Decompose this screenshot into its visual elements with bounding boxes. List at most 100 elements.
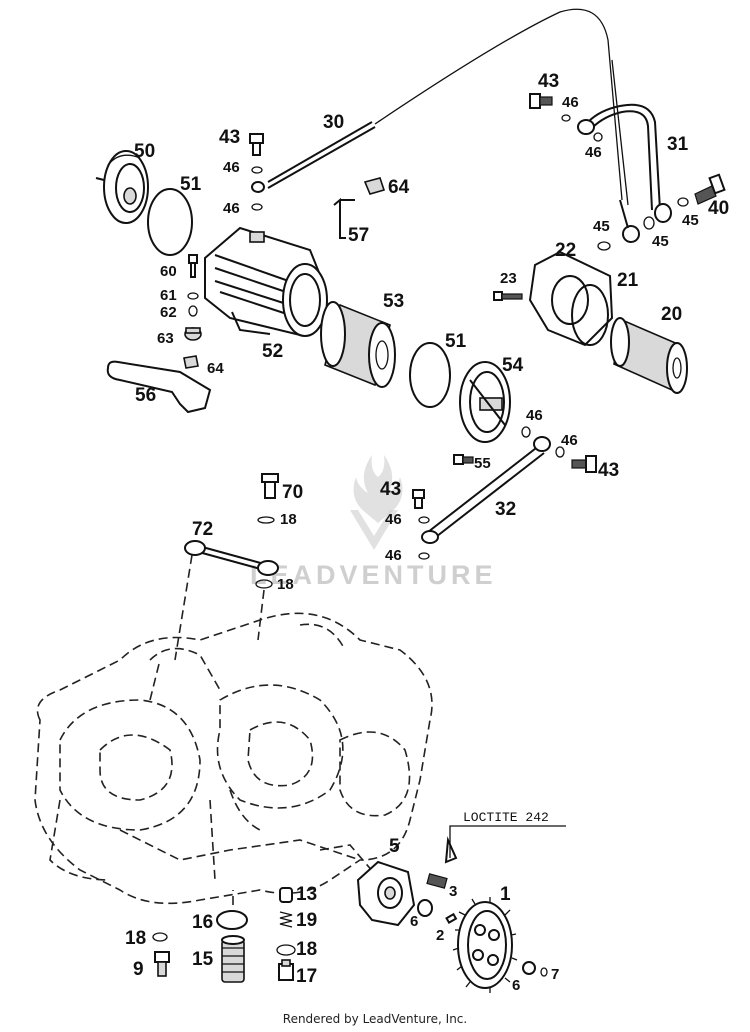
label-62: 62 <box>160 304 177 321</box>
label-18-b: 18 <box>277 576 294 593</box>
label-55: 55 <box>474 455 491 472</box>
label-40: 40 <box>708 198 729 219</box>
loctite-leader <box>449 825 566 858</box>
label-43-mid-left: 43 <box>380 479 401 500</box>
label-46-c: 46 <box>562 94 579 111</box>
loctite-drop <box>444 836 458 864</box>
label-52: 52 <box>262 341 283 362</box>
label-63: 63 <box>157 330 174 347</box>
washer-18-c <box>152 932 168 942</box>
loctite-label: LOCTITE 242 <box>463 810 549 825</box>
label-32: 32 <box>495 499 516 520</box>
label-18-c: 18 <box>125 928 146 949</box>
oil-screen-15 <box>221 890 245 983</box>
pin-2 <box>445 912 458 924</box>
oil-filter-20 <box>610 317 688 394</box>
label-46-b: 46 <box>223 200 240 217</box>
cap-13 <box>279 887 293 903</box>
screw-60 <box>188 254 198 278</box>
oil-line-30 <box>267 8 629 206</box>
label-56: 56 <box>135 385 156 406</box>
guide-line-72 <box>174 554 193 661</box>
washer-6-a <box>417 899 433 917</box>
label-3: 3 <box>449 883 457 900</box>
label-30: 30 <box>323 112 344 133</box>
gasket-21 <box>571 284 609 346</box>
label-9: 9 <box>133 959 144 980</box>
label-46-e: 46 <box>526 407 543 424</box>
label-1: 1 <box>500 884 511 905</box>
clip-7 <box>540 967 548 977</box>
label-46-a: 46 <box>223 159 240 176</box>
label-46-f: 46 <box>561 432 578 449</box>
label-60: 60 <box>160 263 177 280</box>
watermark-logo <box>350 455 403 550</box>
oil-line-72 <box>184 540 279 576</box>
label-70: 70 <box>282 482 303 503</box>
banjo-bolt-40 <box>597 173 726 251</box>
spring-19 <box>279 911 293 928</box>
o-ring-51-top <box>147 188 193 256</box>
label-46-d: 46 <box>585 144 602 161</box>
label-46-h: 46 <box>385 547 402 564</box>
label-17: 17 <box>296 966 317 987</box>
label-18-d: 18 <box>296 939 317 960</box>
banjo-bolt-43-mid-left <box>412 489 430 560</box>
banjo-bolt-43-top-left <box>249 133 265 211</box>
oil-filter-53 <box>320 301 396 388</box>
oil-line-31 <box>577 103 672 243</box>
label-61: 61 <box>160 287 177 304</box>
label-53: 53 <box>383 291 404 312</box>
label-45-right: 45 <box>682 212 699 229</box>
o-ring-62 <box>188 305 198 317</box>
footer-credit: Rendered by LeadVenture, Inc. <box>282 1012 468 1026</box>
label-13: 13 <box>296 884 317 905</box>
label-19: 19 <box>296 910 317 931</box>
label-43-mid-right: 43 <box>598 460 619 481</box>
filter-housing-52 <box>204 226 328 337</box>
label-43-top-right: 43 <box>538 71 559 92</box>
gear-1 <box>452 897 518 993</box>
label-7: 7 <box>551 966 559 983</box>
label-2: 2 <box>436 927 444 944</box>
label-31: 31 <box>667 134 689 155</box>
filter-housing-22 <box>528 250 614 347</box>
label-45-mid: 45 <box>652 233 669 250</box>
guide-line-18 <box>257 589 265 641</box>
watermark-text: LEADVENTURE <box>250 560 497 590</box>
washer-61 <box>187 292 199 300</box>
o-ring-16 <box>216 910 248 930</box>
label-57: 57 <box>348 225 369 246</box>
screw-3 <box>426 873 448 889</box>
crankcase-outline <box>34 612 433 905</box>
label-18-a: 18 <box>280 511 297 528</box>
label-54: 54 <box>502 355 524 376</box>
label-20: 20 <box>661 304 682 325</box>
plug-63 <box>184 327 202 341</box>
label-51-bottom: 51 <box>445 331 467 352</box>
washer-18-a <box>257 516 275 524</box>
label-23: 23 <box>500 270 517 287</box>
washer-18-b <box>255 579 273 589</box>
label-64-bottom: 64 <box>207 360 224 377</box>
plug-17 <box>278 959 294 981</box>
screw-23 <box>493 291 523 301</box>
screw-55 <box>453 454 474 465</box>
plate-56 <box>106 360 212 414</box>
clip-64-bottom <box>183 355 199 369</box>
banjo-bolt-70 <box>261 473 279 499</box>
label-5: 5 <box>389 836 400 857</box>
label-45-left: 45 <box>593 218 610 235</box>
label-51-top: 51 <box>180 174 202 195</box>
label-16: 16 <box>192 912 213 933</box>
label-15: 15 <box>192 949 214 970</box>
label-50: 50 <box>134 141 155 162</box>
label-22: 22 <box>555 240 576 261</box>
filter-cover-50 <box>95 150 149 224</box>
label-21: 21 <box>617 270 639 291</box>
label-6-a: 6 <box>410 913 418 930</box>
banjo-bolt-43-mid-right <box>521 426 597 473</box>
oil-line-32 <box>421 436 551 544</box>
label-6-b: 6 <box>512 977 520 994</box>
